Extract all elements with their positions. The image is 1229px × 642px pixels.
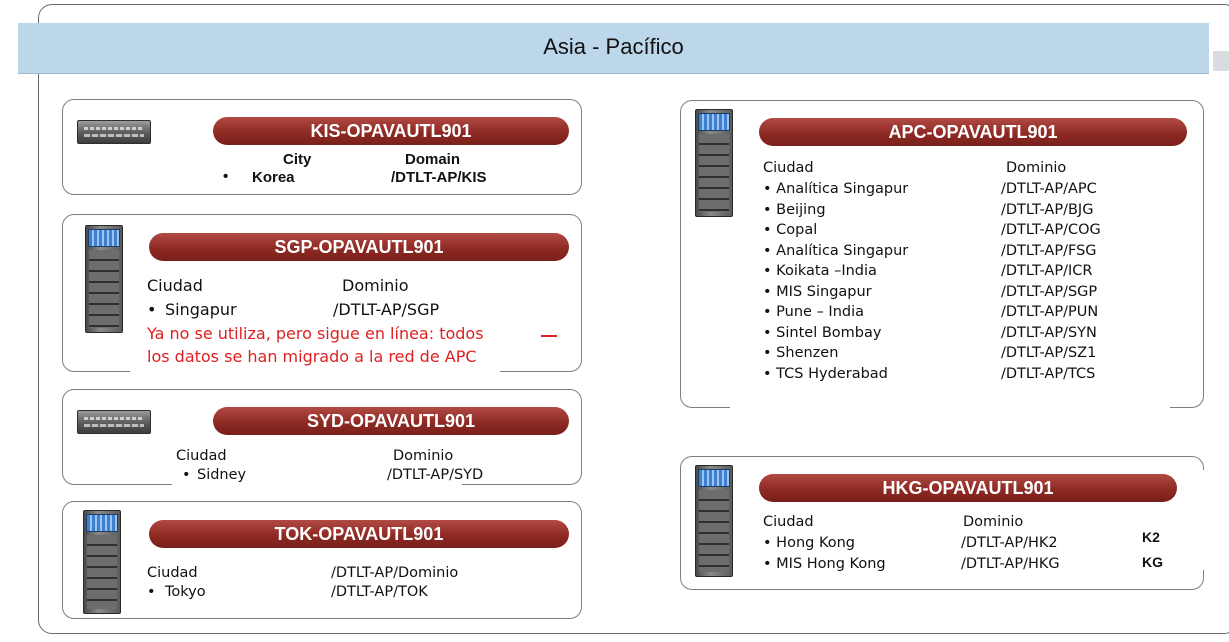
rack-server-icon (77, 120, 151, 144)
domain-value: /DTLT-AP/SGP (1001, 283, 1098, 300)
tower-server-icon (695, 109, 733, 217)
server-panel-hkg: HKG-OPAVAUTL901 Ciudad Dominio • Hong Ko… (680, 456, 1204, 590)
city-value: Singapur (165, 300, 237, 319)
city-list: • Analítica Singapur • Beijing • Copal •… (763, 179, 908, 384)
list-item: • Beijing (763, 201, 826, 218)
rack-server-icon (77, 410, 151, 434)
domain-value: /DTLT-AP/SYD (387, 467, 484, 483)
tower-server-icon (83, 510, 121, 614)
panel-gap (1180, 470, 1208, 570)
region-banner: Asia - Pacífico (18, 23, 1209, 74)
city-value: Beijing (776, 201, 826, 218)
list-item: • Hong Kong (763, 535, 856, 551)
list-item: • Pune – India (763, 304, 865, 320)
city-value: Sidney (197, 467, 247, 483)
server-panel-sgp: SGP-OPAVAUTL901 Ciudad Dominio • Singapu… (62, 214, 582, 372)
panel-gap (130, 369, 500, 375)
bullet: • (182, 467, 191, 483)
city-value: Koikata –India (776, 263, 877, 279)
server-name-hkg: HKG-OPAVAUTL901 (759, 474, 1177, 502)
city-value: Shenzen (776, 345, 839, 361)
truncated-label: K2 (1142, 529, 1160, 545)
city-value: TCS Hyderabad (776, 365, 888, 382)
panel-gap (730, 404, 1170, 410)
city-value: MIS Hong Kong (776, 555, 886, 572)
city-list: • Hong Kong • MIS Hong Kong (763, 533, 886, 574)
list-item: • Sintel Bombay (763, 324, 882, 341)
server-name-syd: SYD-OPAVAUTL901 (213, 407, 569, 435)
list-item: • MIS Hong Kong (763, 555, 886, 572)
domain-value: /DTLT-AP/APC (1001, 181, 1097, 197)
domain-header: Domain (405, 151, 461, 168)
red-dash (541, 335, 557, 337)
tower-server-icon (85, 225, 123, 333)
city-value: Copal (776, 222, 818, 238)
banner-tab (1213, 51, 1229, 71)
city-header: Ciudad (147, 276, 203, 295)
domain-header: Dominio (393, 448, 454, 464)
domain-list: /DTLT-AP/HK2 /DTLT-AP/HKG (961, 533, 1060, 574)
domain-value: /DTLT-AP/HK2 (961, 535, 1058, 551)
bullet: • (223, 168, 229, 185)
domain-list: /DTLT-AP/APC /DTLT-AP/BJG /DTLT-AP/COG /… (1001, 179, 1101, 384)
bullet: • (147, 300, 157, 319)
server-name-sgp: SGP-OPAVAUTL901 (149, 233, 569, 261)
city-value: Tokyo (165, 584, 206, 600)
city-header: City (283, 151, 312, 168)
list-item: • Koikata –India (763, 263, 877, 279)
tower-server-icon (695, 465, 733, 577)
panel-gap (172, 482, 462, 488)
domain-value: /DTLT-AP/SGP (333, 300, 440, 319)
domain-value: /DTLT-AP/KIS (391, 169, 487, 186)
domain-value: /DTLT-AP/TCS (1001, 365, 1096, 382)
domain-header: Dominio (1006, 160, 1067, 176)
deprecation-note-line-1: Ya no se utiliza, pero sigue en línea: t… (147, 324, 484, 343)
server-panel-apc: APC-OPAVAUTL901 Ciudad Dominio • Analíti… (680, 100, 1204, 408)
domain-value: /DTLT-AP/ICR (1001, 263, 1093, 279)
server-panel-kis: KIS-OPAVAUTL901 City Domain • Korea /DTL… (62, 99, 582, 195)
city-value: Analítica Singapur (776, 181, 909, 197)
domain-value: /DTLT-AP/PUN (1001, 304, 1099, 320)
domain-value: /DTLT-AP/SZ1 (1001, 345, 1097, 361)
region-title: Asia - Pacífico (543, 34, 684, 59)
city-header: Ciudad (176, 448, 227, 464)
truncated-label: KG (1142, 554, 1163, 570)
domain-value: /DTLT-AP/TOK (331, 584, 428, 600)
list-item: • Analítica Singapur (763, 181, 909, 197)
list-item: • Shenzen (763, 345, 839, 361)
domain-header: Dominio (342, 276, 409, 295)
server-name-kis: KIS-OPAVAUTL901 (213, 117, 569, 145)
list-item: • Copal (763, 222, 818, 238)
city-value: MIS Singapur (776, 283, 872, 300)
domain-value: /DTLT-AP/FSG (1001, 242, 1097, 259)
domain-value: /DTLT-AP/SYN (1001, 324, 1097, 341)
server-name-tok: TOK-OPAVAUTL901 (149, 520, 569, 548)
diagram-frame (38, 4, 1229, 634)
city-header: Ciudad (147, 565, 198, 581)
city-header: Ciudad (763, 514, 814, 530)
city-header: Ciudad (763, 160, 814, 176)
city-value: Korea (252, 169, 295, 186)
domain-value: /DTLT-AP/HKG (961, 555, 1060, 572)
domain-value: /DTLT-AP/BJG (1001, 201, 1094, 218)
bullet: • (147, 584, 156, 600)
list-item: • TCS Hyderabad (763, 365, 888, 382)
server-panel-syd: SYD-OPAVAUTL901 Ciudad Dominio • Sidney … (62, 389, 582, 485)
city-value: Hong Kong (776, 535, 856, 551)
domain-header: Dominio (963, 514, 1024, 530)
deprecation-note-line-2: los datos se han migrado a la red de APC (147, 347, 477, 366)
list-item: • Analítica Singapur (763, 242, 909, 259)
city-value: Analítica Singapur (776, 242, 909, 259)
server-panel-tok: TOK-OPAVAUTL901 Ciudad /DTLT-AP/Dominio … (62, 501, 582, 619)
list-item: • MIS Singapur (763, 283, 872, 300)
domain-header: /DTLT-AP/Dominio (331, 565, 459, 581)
city-value: Pune – India (776, 304, 865, 320)
server-name-apc: APC-OPAVAUTL901 (759, 118, 1187, 146)
city-value: Sintel Bombay (776, 324, 882, 341)
domain-value: /DTLT-AP/COG (1001, 222, 1101, 238)
